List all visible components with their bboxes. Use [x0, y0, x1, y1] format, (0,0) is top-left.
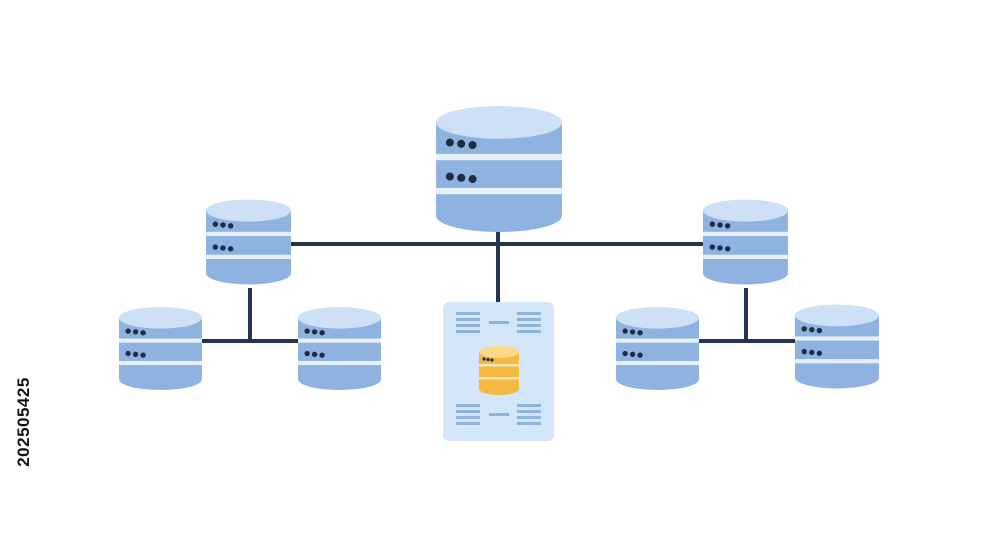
document-text-lines: [456, 312, 541, 425]
central-database-icon: [436, 106, 562, 232]
inner-right-database-icon: [616, 307, 699, 390]
mini-database-icon: [479, 346, 519, 395]
inner-left-database-icon: [298, 307, 381, 390]
left-database-icon: [206, 199, 291, 285]
document-card: [443, 302, 554, 441]
far-left-database-icon: [119, 307, 202, 390]
watermark-id-text: 202505425: [14, 377, 33, 467]
connections: [200, 228, 797, 343]
far-right-database-icon: [795, 304, 879, 389]
right-database-icon: [703, 199, 788, 285]
